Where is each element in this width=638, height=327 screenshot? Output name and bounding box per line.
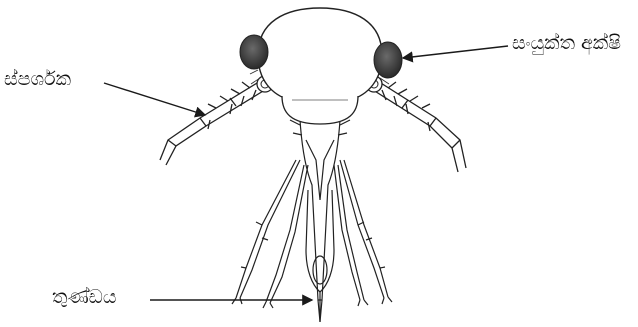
right-antenna — [370, 80, 466, 172]
head — [250, 8, 390, 124]
right-compound-eye-icon — [374, 42, 402, 78]
eye-leader-line — [403, 46, 508, 58]
compound-eye-label: සංයුක්ත අක්ෂි — [512, 34, 621, 53]
left-compound-eye-icon — [240, 35, 268, 69]
proboscis-label: තුණ්ඩය — [52, 288, 117, 307]
antenna-leader-line — [104, 83, 205, 115]
antenna-label: ස්පර්ශක — [4, 70, 71, 89]
legs — [232, 160, 392, 308]
left-antenna — [160, 80, 268, 165]
